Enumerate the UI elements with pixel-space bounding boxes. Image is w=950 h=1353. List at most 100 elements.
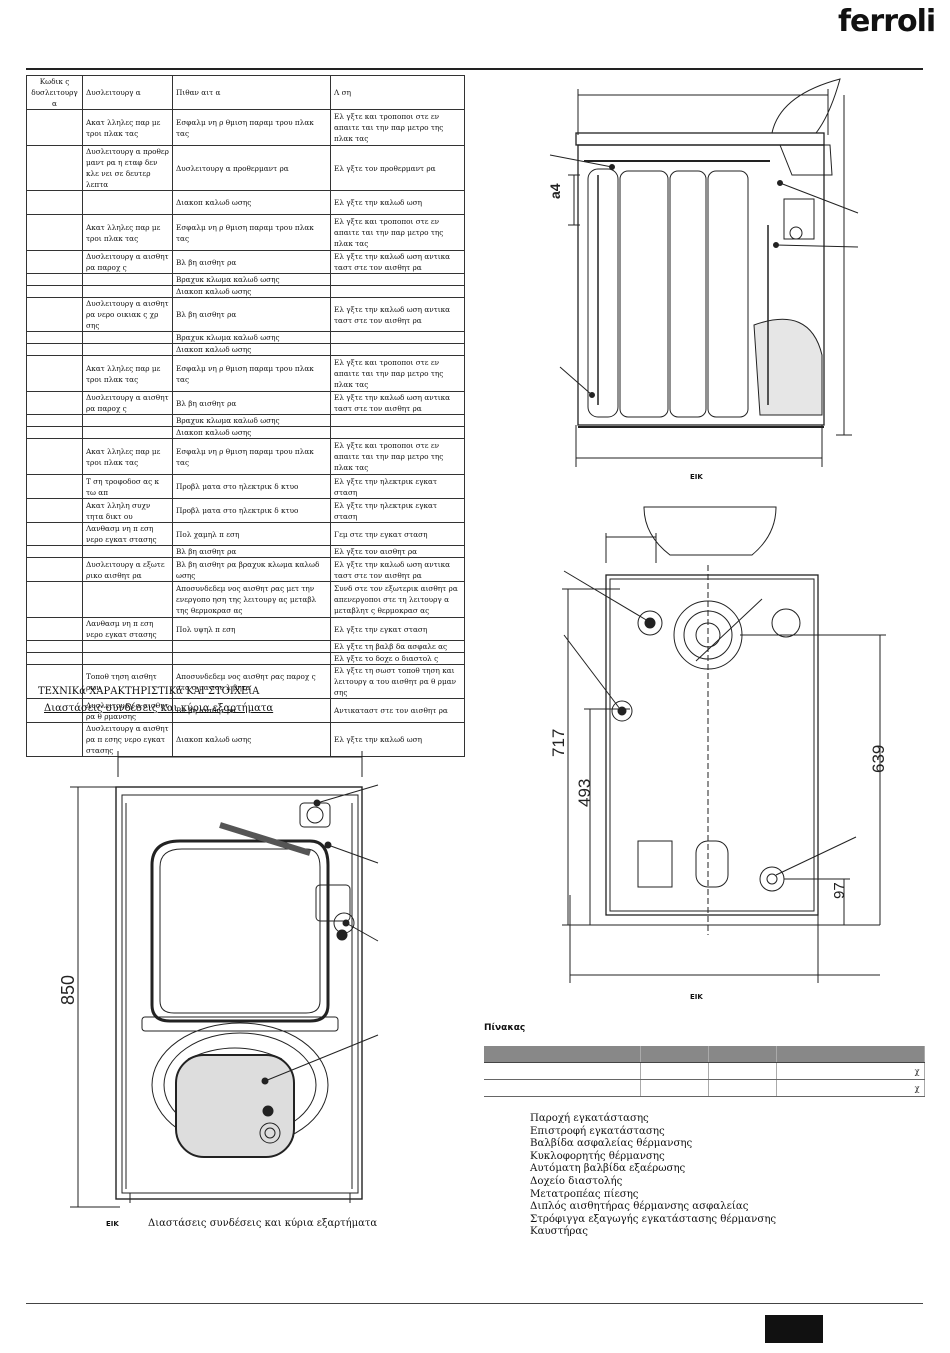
solution-cell: Ελ γξτε την καλωδ ωση αντικα ταστ στε το… [330,297,465,332]
table-row: Δυσλειτουργ α αισθητ ρα νερο οικιακ ς χρ… [26,297,465,332]
fault-cell [82,652,173,665]
cause-cell: Βλ βη αισθητ ρα [172,698,331,723]
header-rule [26,68,923,70]
section-subtitle: Διαστάσεις συνδέσεις και κύρια εξαρτήματ… [44,703,274,714]
dim-717: 717 [549,729,568,757]
table-row: Διακοπ καλωδ ωσης [26,285,465,298]
fault-cell: Ακατ λληλες παρ με τροι πλακ τας [82,438,173,475]
solution-cell: Ελ γξτε το δοχε ο διαστολ ς [330,652,465,665]
table-row: Ελ γξτε το δοχε ο διαστολ ς [26,652,465,665]
code-cell [26,617,83,641]
cause-cell: Βλ βη αισθητ ρα [172,545,331,558]
pinakas-table: χ χ [484,1046,925,1097]
code-cell [26,343,83,356]
solution-cell: Ελ γξτε την ηλεκτρικ εγκατ σταση [330,474,465,499]
cause-cell: Αποσυνδεδεμ νος αισθητ ρας μετ την ενεργ… [172,581,331,618]
cause-cell: Πολ υψηλ π εση [172,617,331,641]
solution-cell: Ελ γξτε την καλωδ ωση αντικα ταστ στε το… [330,557,465,582]
error-codes-table: Κωδικ ς δυσλειτουργ α Δυσλειτουργ α Πιθα… [26,75,465,757]
table-cell: χ [776,1079,925,1097]
footer-rule [26,1303,923,1304]
solution-cell [330,285,465,298]
fault-cell [82,581,173,618]
fault-cell [82,545,173,558]
legend-item: Στρόφιγγα εξαγωγής εγκατάστασης θέρμανση… [530,1213,777,1225]
code-cell [26,581,83,618]
legend-item: Βαλβίδα ασφαλείας θέρμανσης [530,1138,693,1150]
code-cell [26,414,83,427]
table-row: χ [484,1062,925,1080]
fault-cell: Λανθασμ νη π εση νερο εγκατ στασης [82,617,173,641]
cause-cell: Εσφαλμ νη ρ θμιση παραμ τρου πλακ τας [172,214,331,251]
dim-850: 850 [60,975,78,1005]
solution-cell: Ελ γξτε τον αισθητ ρα [330,545,465,558]
solution-cell: Ελ γξτε τη βαλβ δα ασφαλε ας [330,640,465,653]
legend-item: Καυστήρας [530,1226,588,1238]
code-cell [26,545,83,558]
fault-cell [82,414,173,427]
cause-cell: Βραχυκ κλωμα καλωδ ωσης [172,331,331,344]
cause-cell: Διακοπ καλωδ ωσης [172,722,331,757]
solution-cell [330,331,465,344]
pinakas-title: Πίνακας [484,1023,526,1033]
code-cell [26,498,83,523]
boiler-side-drawing: a4 [547,78,859,467]
code-cell [26,190,83,215]
fault-cell [82,190,173,215]
legend-item: Αυτόματη βαλβίδα εξαέρωσης [530,1163,686,1175]
solution-cell: Ελ γξτε την καλωδ ωση [330,722,465,757]
code-cell [26,297,83,332]
code-cell [26,474,83,499]
fault-cell [82,331,173,344]
dim-97: 97 [831,882,848,899]
section-title: ΤΕΧΝΙΚά ΧΑΡΑΚΤΗΡΙΣΤΙΚά ΚΑΙ ΣΤΟΙΧΕίΑ [38,686,260,697]
solution-cell [330,343,465,356]
table-row: Δυσλειτουργ α αισθητ ρα π εσης νερο εγκα… [26,722,465,757]
fault-cell: Λανθασμ νη π εση νερο εγκατ στασης [82,522,173,546]
code-cell [26,391,83,415]
cause-cell: Προβλ ματα στο ηλεκτρικ δ κτυο [172,474,331,499]
cause-cell: Βλ βη αισθητ ρα [172,297,331,332]
solution-cell: Αντικαταστ στε τον αισθητ ρα [330,698,465,723]
cause-cell: Διακοπ καλωδ ωσης [172,426,331,439]
table-row: χ [484,1079,925,1097]
legend-item: Κυκλοφορητής θέρμανσης [530,1150,665,1162]
solution-cell: Ελ γξτε και τροποποι στε εν απαιτε ται τ… [330,109,465,146]
solution-cell: Γεμ στε την εγκατ σταση [330,522,465,546]
code-cell [26,557,83,582]
solution-cell: Ελ γξτε την καλωδ ωση [330,190,465,215]
component-legend: Παροχή εγκατάστασης Επιστροφή εγκατάστασ… [530,1113,776,1239]
fault-cell: Δυσλειτουργ α προθερ μαντ ρα η εταφ δεν … [82,145,173,191]
fault-cell: Δυσλειτουργ α αισθητ ρα νερο οικιακ ς χρ… [82,297,173,332]
code-cell [26,331,83,344]
code-cell [26,640,83,653]
fault-cell [82,640,173,653]
table-row: Αποσυνδεδεμ νος αισθητ ρας μετ την ενεργ… [26,581,465,618]
cause-cell: Βλ βη αισθητ ρα [172,391,331,415]
code-cell [26,426,83,439]
dim-a4: a4 [547,183,563,199]
fault-cell: Δυσλειτουργ α αισθητ ρα παροχ ς [82,250,173,274]
solution-cell: Συνδ στε τον εξωτερικ αισθητ ρα απενεργο… [330,581,465,618]
solution-cell [330,273,465,286]
cause-cell: Εσφαλμ νη ρ θμιση παραμ τρου πλακ τας [172,109,331,146]
code-cell [26,522,83,546]
fig-label-side: ΕΙΚ [690,473,703,481]
fig-label-left: ΕΙΚ [106,1220,119,1228]
legend-item: Δοχείο διαστολής [530,1175,623,1187]
cause-cell: Προβλ ματα στο ηλεκτρικ δ κτυο [172,498,331,523]
col-header-solution: Λ ση [330,75,465,110]
cause-cell: Διακοπ καλωδ ωσης [172,285,331,298]
code-cell [26,652,83,665]
legend-item: Επιστροφή εγκατάστασης [530,1125,665,1137]
code-cell [26,109,83,146]
code-cell [26,214,83,251]
fault-cell: Ακατ λληλες παρ με τροι πλακ τας [82,214,173,251]
code-cell [26,145,83,191]
